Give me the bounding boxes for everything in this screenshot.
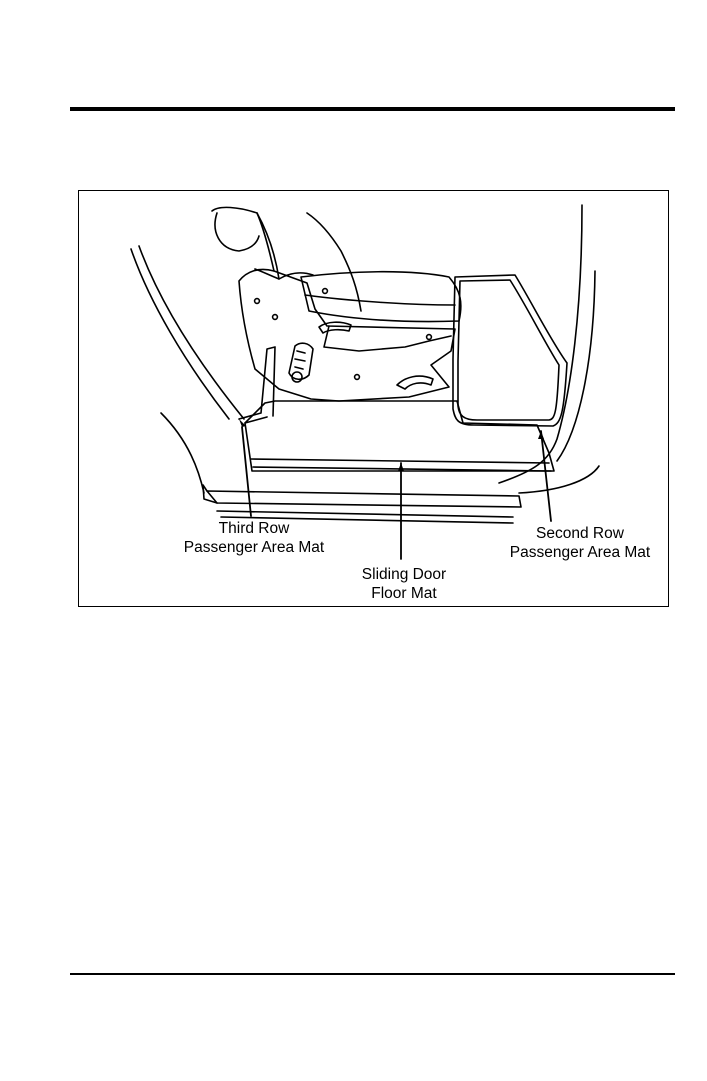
footer-rule [70,973,675,975]
second-row-mat-label-line2: Passenger Area Mat [495,543,665,562]
third-row-mat-label-line2: Passenger Area Mat [164,538,344,557]
third-row-mat-label-line1: Third Row [164,519,344,538]
sliding-door-mat-label-line1: Sliding Door [334,565,474,584]
third-row-mat-label: Third Row Passenger Area Mat [164,519,344,557]
second-row-mat-label: Second Row Passenger Area Mat [495,524,665,562]
header-rule [70,107,675,111]
figure-frame: Third Row Passenger Area Mat Sliding Doo… [78,190,669,607]
sliding-door-mat-label-line2: Floor Mat [334,584,474,603]
sliding-door-mat-label: Sliding Door Floor Mat [334,565,474,603]
second-row-mat-label-line1: Second Row [495,524,665,543]
